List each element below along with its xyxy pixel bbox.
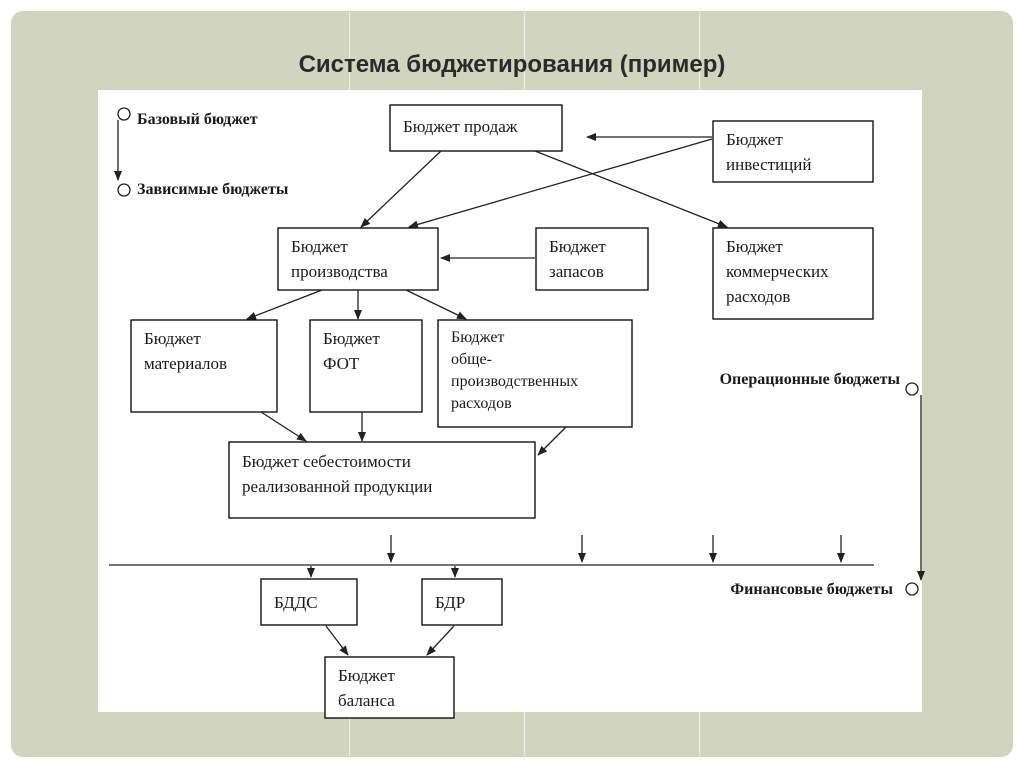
slide-title: Система бюджетирования (пример) — [298, 51, 726, 78]
svg-text:реализованной продукции: реализованной продукции — [242, 477, 432, 496]
svg-text:Бюджет: Бюджет — [291, 237, 348, 256]
svg-text:производства: производства — [291, 262, 388, 281]
base-budget-marker — [117, 107, 131, 121]
materials-budget-box: Бюджет материалов — [130, 319, 278, 413]
production-to-materials-arrow — [246, 289, 323, 320]
dependent-budget-marker — [117, 183, 131, 197]
inventory-budget-box: Бюджет запасов — [535, 227, 649, 291]
sales-to-production-arrow — [360, 150, 442, 228]
svg-text:Бюджет: Бюджет — [726, 237, 783, 256]
overhead-budget-box: Бюджет обще- производственных расходов — [437, 319, 633, 428]
investments-to-production-arrow — [408, 138, 713, 229]
payroll-budget-box: Бюджет ФОТ — [309, 319, 423, 413]
legend-financial-label: Финансовые бюджеты — [730, 581, 893, 598]
sales-budget-box: Бюджет продаж — [389, 104, 563, 152]
svg-text:Бюджет: Бюджет — [549, 237, 606, 256]
svg-text:запасов: запасов — [549, 262, 604, 281]
svg-text:обще-: обще- — [451, 351, 492, 368]
svg-text:коммерческих: коммерческих — [726, 262, 829, 281]
svg-text:БДР: БДР — [435, 593, 465, 612]
svg-text:производственных: производственных — [451, 373, 578, 390]
cashflow-budget-box: БДДС — [260, 578, 358, 626]
svg-text:Бюджет: Бюджет — [451, 329, 504, 346]
production-to-overhead-arrow — [405, 289, 467, 320]
investment-budget-box: Бюджет инвестиций — [712, 120, 874, 183]
production-budget-box: Бюджет производства — [277, 227, 439, 291]
materials-to-cogs-arrow — [260, 411, 307, 442]
legend-operational-label: Операционные бюджеты — [720, 371, 901, 388]
operational-marker — [905, 382, 919, 396]
pnl-budget-box: БДР — [421, 578, 503, 626]
cashflow-to-balance-arrow — [325, 625, 349, 656]
legend-dependent-label: Зависимые бюджеты — [137, 181, 289, 198]
svg-text:расходов: расходов — [726, 287, 790, 306]
overhead-to-cogs-arrow — [537, 426, 567, 456]
svg-text:БДДС: БДДС — [274, 593, 318, 612]
cogs-budget-box: Бюджет себестоимости реализованной проду… — [228, 441, 536, 519]
financial-marker — [905, 582, 919, 596]
commercial-expenses-box: Бюджет коммерческих расходов — [712, 227, 874, 320]
legend-base-label: Базовый бюджет — [137, 111, 258, 128]
svg-text:инвестиций: инвестиций — [726, 155, 811, 174]
svg-text:Бюджет: Бюджет — [144, 329, 201, 348]
pnl-to-balance-arrow — [426, 625, 455, 656]
sales-to-commercial-arrow — [534, 150, 728, 228]
svg-text:ФОТ: ФОТ — [323, 354, 360, 373]
svg-text:расходов: расходов — [451, 395, 512, 412]
svg-text:Бюджет: Бюджет — [726, 130, 783, 149]
svg-text:Бюджет: Бюджет — [338, 666, 395, 685]
svg-text:Бюджет себестоимости: Бюджет себестоимости — [242, 452, 411, 471]
balance-budget-box: Бюджет баланса — [324, 656, 455, 719]
svg-text:материалов: материалов — [144, 354, 227, 373]
svg-text:Бюджет продаж: Бюджет продаж — [403, 117, 518, 136]
svg-text:баланса: баланса — [338, 691, 395, 710]
svg-text:Бюджет: Бюджет — [323, 329, 380, 348]
